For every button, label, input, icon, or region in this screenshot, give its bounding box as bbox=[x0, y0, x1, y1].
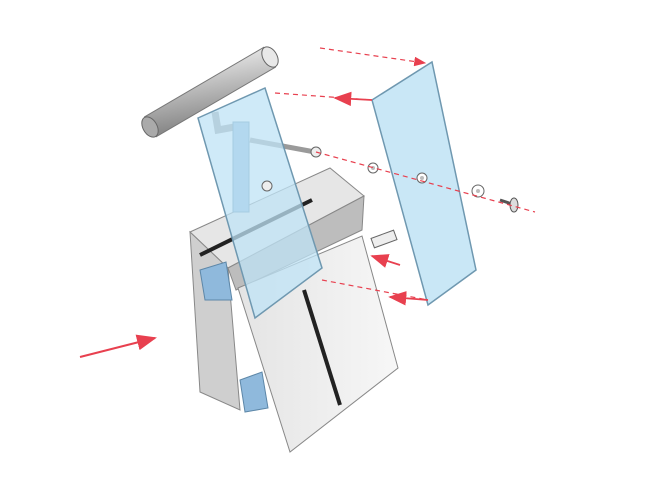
arrow bbox=[370, 254, 401, 268]
dashed-arrow bbox=[333, 91, 373, 107]
fixing-bolt bbox=[261, 180, 273, 192]
washer bbox=[416, 172, 428, 184]
handrail-tube bbox=[141, 46, 279, 138]
arrow bbox=[388, 291, 429, 306]
screw bbox=[499, 197, 519, 213]
washer bbox=[367, 162, 379, 174]
clip bbox=[370, 229, 398, 249]
dashed-axis bbox=[315, 151, 536, 213]
glass-panel-right bbox=[371, 60, 477, 307]
dashed-arrow bbox=[319, 47, 427, 67]
panel-slot bbox=[302, 289, 342, 406]
glass-panel-front bbox=[197, 86, 323, 320]
washer bbox=[471, 184, 485, 198]
arrow bbox=[79, 334, 157, 358]
